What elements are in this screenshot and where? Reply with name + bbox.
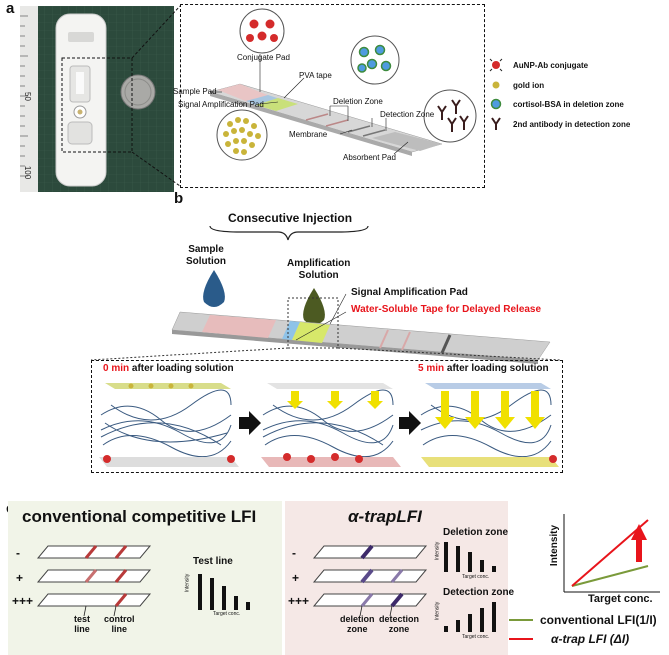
sign-plus3: +++ — [12, 594, 34, 608]
test-line-caption: test line — [74, 614, 91, 634]
label-absorbent-pad: Absorbent Pad — [343, 153, 396, 162]
deletion-zone-bars — [444, 542, 496, 572]
panel-a-legend-icons — [489, 58, 503, 130]
detection-zone-bars — [444, 602, 496, 632]
sign-plus: + — [16, 571, 24, 585]
amplification-solution-label: Amplification Solution — [287, 258, 351, 281]
panel-letter-a: a — [6, 0, 15, 17]
deletion-zone-title: Deletion zone — [443, 527, 509, 538]
sign-plus-alpha: + — [292, 571, 300, 585]
strip-diagram — [209, 8, 477, 161]
deletion-intensity-label: Intensity — [434, 541, 441, 561]
comparison-chart — [563, 514, 660, 593]
injection-brace — [209, 225, 369, 241]
water-soluble-tape-label: Water-Soluble Tape for Delayed Release — [351, 304, 542, 315]
label-detection-zone: Detection Zone — [380, 110, 435, 119]
device-photo: 50 100 — [20, 6, 174, 192]
test-line-intensity-label: Intensity — [184, 573, 191, 593]
detection-zone-title: Detection zone — [443, 587, 515, 598]
time0-label: 0 min after loading solution — [103, 363, 234, 374]
aunp-ab-conjugate-icon — [489, 58, 503, 72]
legend-aunp-ab: AuNP-Ab conjugate — [513, 61, 589, 70]
gold-ion-icon — [492, 81, 500, 89]
detection-intensity-label: Intensity — [434, 601, 441, 621]
sign-minus: - — [16, 546, 20, 560]
label-deletion-zone: Deletion Zone — [333, 97, 383, 106]
comparison-target-label: Target conc. — [588, 593, 653, 605]
label-conjugate-pad: Conjugate Pad — [237, 53, 290, 62]
label-sample-pad: Sample Pad — [173, 87, 217, 96]
alpha-trap-line — [571, 519, 649, 587]
time0-min: 0 min — [103, 363, 130, 374]
time5-rest: after loading solution — [444, 363, 549, 374]
legend-second-antibody: 2nd antibody in detection zone — [513, 120, 631, 129]
panel-letter-b: b — [174, 190, 184, 207]
conventional-title: conventional competitive LFI — [22, 507, 257, 526]
label-membrane: Membrane — [289, 130, 328, 139]
time-sequence-box — [91, 360, 563, 473]
panel-c-strips — [36, 544, 428, 608]
comparison-intensity-label: Intensity — [549, 524, 561, 567]
signal-amp-pad-label: Signal Amplification Pad — [351, 287, 468, 298]
conventional-strip-plus — [36, 569, 152, 583]
consecutive-injection-title: Consecutive Injection — [228, 211, 353, 225]
cortisol-bsa-icon — [490, 98, 502, 110]
time5-min: 5 min — [418, 363, 445, 374]
second-antibody-icon — [491, 117, 501, 130]
panel-a-zoom-box — [180, 4, 485, 188]
sample-solution-label: Sample Solution — [186, 244, 226, 267]
label-pva-tape: PVA tape — [299, 71, 332, 80]
alpha-strip-plus3 — [312, 592, 428, 608]
detection-zone-caption: detection zone — [379, 614, 420, 634]
sign-plus3-alpha: +++ — [288, 594, 310, 608]
zoom-connectors — [131, 5, 181, 187]
panel-b-strip — [171, 270, 551, 364]
test-line-title: Test line — [193, 556, 233, 567]
legend-cortisol-bsa: cortisol-BSA in deletion zone — [513, 100, 624, 109]
panel-c-strip-pointers — [83, 605, 393, 617]
alpha-strip-minus — [312, 544, 428, 560]
label-signal-amplification-pad: Signal Amplification Pad — [178, 100, 264, 109]
alpha-trap-title: α-trapLFI — [348, 507, 422, 526]
conventional-line — [571, 565, 649, 587]
time5-label: 5 min after loading solution — [418, 363, 549, 374]
test-line-bars — [198, 574, 250, 610]
conventional-strip-plus3 — [36, 593, 152, 607]
red-up-arrow — [631, 524, 647, 562]
sign-minus-alpha: - — [292, 546, 296, 560]
alpha-strip-plus — [312, 568, 428, 584]
device-photo-drawing — [20, 6, 174, 192]
time0-rest: after loading solution — [129, 363, 234, 374]
comparison-legend-swatches — [509, 619, 533, 640]
deletion-target-label: Target conc. — [462, 574, 490, 580]
legend-gold-ion: gold ion — [513, 81, 545, 90]
detection-target-label: Target conc. — [462, 634, 490, 640]
conventional-strip-minus — [36, 545, 152, 559]
control-line-caption: control line — [104, 614, 135, 634]
time-sequence-drawing — [99, 383, 559, 467]
panel-b-zoom-connectors — [90, 347, 561, 361]
legend-conventional: conventional LFI(1/I) — [540, 613, 657, 627]
deletion-zone-caption: deletion zone — [340, 614, 375, 634]
legend-alpha-trap: α-trap LFI (ΔI) — [551, 632, 630, 646]
test-line-target-label: Target conc. — [213, 611, 241, 617]
